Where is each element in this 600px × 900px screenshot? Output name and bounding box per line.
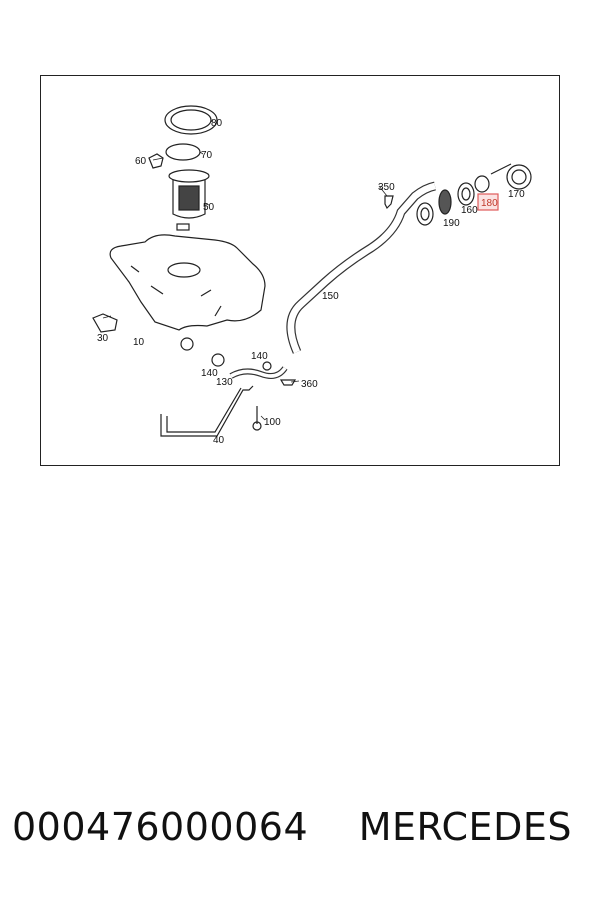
part-60-sensor: [148, 153, 164, 169]
part-190-ring: [438, 189, 452, 215]
callout-190: 190: [443, 218, 460, 229]
callout-40: 40: [213, 435, 225, 446]
callout-140-lower: 140: [201, 368, 218, 379]
callout-350: 350: [378, 182, 395, 193]
part-100-bolt: [252, 406, 262, 431]
part-130-hose: [211, 353, 288, 379]
brand-name: MERCEDES: [358, 805, 572, 849]
part-350-clip: [384, 195, 394, 210]
part-80-gasket: [164, 105, 218, 135]
callout-140-upper: 140: [251, 351, 268, 362]
exploded-view-drawing: 80 70 60 50 30 10 140 140 130 360 100 40…: [92, 105, 532, 446]
part-10-fuel-tank: [109, 234, 266, 351]
parts-diagram: 80 70 60 50 30 10 140 140 130 360 100 40…: [40, 75, 560, 466]
callout-180-highlight: [477, 193, 499, 211]
part-caption: 000476000064 MERCEDES: [12, 805, 592, 865]
callout-50: 50: [203, 202, 215, 213]
part-30-connector: [92, 313, 118, 333]
part-150-filler-pipe: [286, 181, 437, 354]
callout-360: 360: [301, 379, 318, 390]
callout-10: 10: [133, 337, 145, 348]
part-70-seal-ring: [165, 143, 201, 161]
leader-lines: [102, 119, 388, 421]
part-50-fuel-pump: [168, 169, 210, 231]
callout-100: 100: [264, 417, 281, 428]
part-160-flange: [457, 182, 475, 206]
callout-80: 80: [211, 118, 223, 129]
part-170-fuel-cap: [490, 163, 532, 190]
callout-130: 130: [216, 377, 233, 388]
callout-180: 180: [481, 198, 498, 209]
callout-30: 30: [97, 333, 109, 344]
part-360-mount: [279, 379, 297, 386]
part-number: 000476000064: [12, 805, 309, 849]
part-180-o-ring: [474, 175, 490, 193]
callout-60: 60: [135, 156, 147, 167]
part-40-strap: [160, 385, 254, 437]
callout-70: 70: [201, 150, 213, 161]
callout-150: 150: [322, 291, 339, 302]
callout-170: 170: [508, 189, 525, 200]
callout-160: 160: [461, 205, 478, 216]
